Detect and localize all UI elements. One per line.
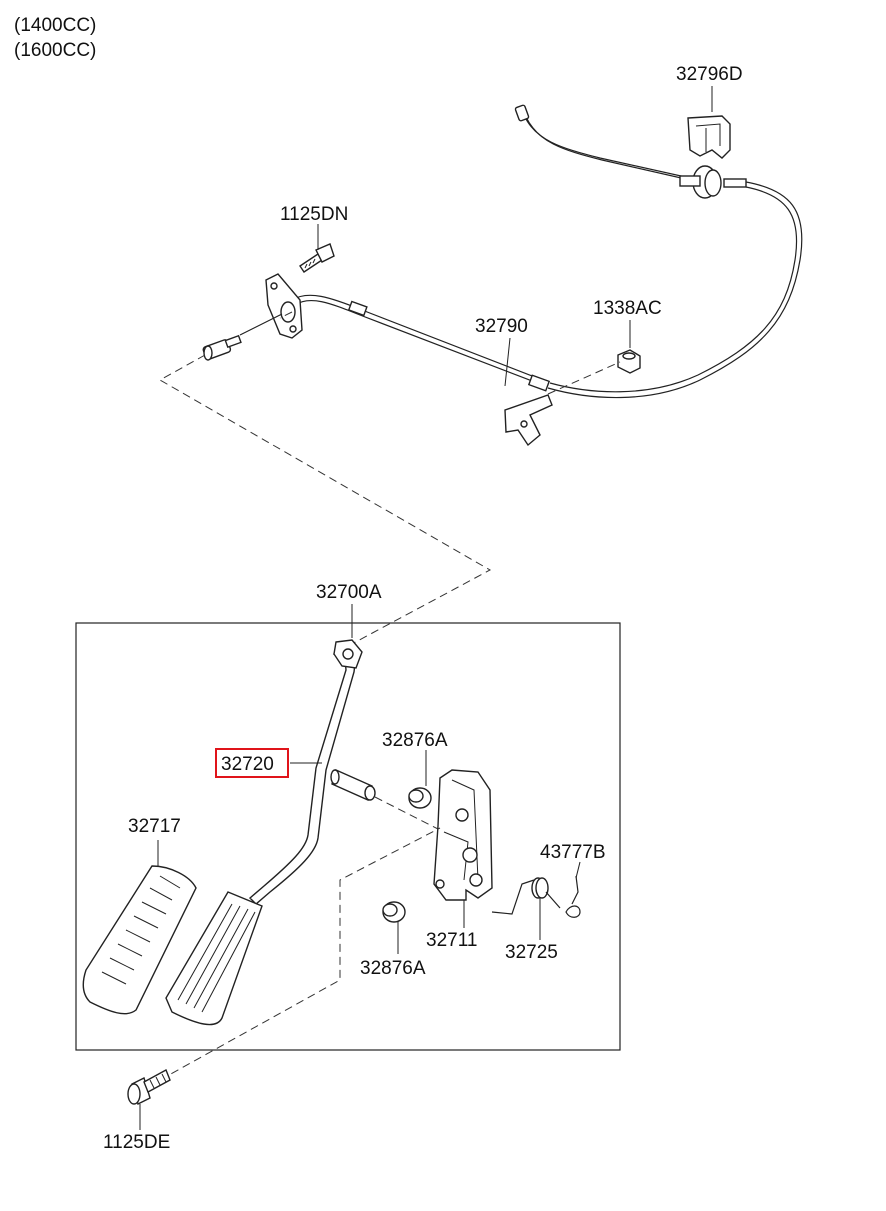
label-32720[interactable]: 32720 <box>221 754 274 775</box>
return-spring-32725[interactable] <box>491 877 561 915</box>
label-1125dn[interactable]: 1125DN <box>280 204 348 225</box>
cable-bracket <box>504 394 553 447</box>
clip-43777b[interactable] <box>565 875 581 918</box>
bolt-1125de[interactable] <box>127 1069 171 1105</box>
bolt-1125dn[interactable] <box>299 243 335 273</box>
stopper-32876a-top[interactable] <box>408 787 432 809</box>
assembly-link-line-3 <box>279 311 293 319</box>
cable-adjuster-grommet <box>679 165 747 199</box>
stopper-32876a-bottom[interactable] <box>382 901 406 923</box>
label-32717[interactable]: 32717 <box>128 816 181 837</box>
engine-variant-1400cc: (1400CC) <box>14 15 96 36</box>
pedal-bracket-32711[interactable] <box>433 769 493 901</box>
pedal-pad-cover-32717[interactable] <box>82 865 197 1015</box>
label-1125de[interactable]: 1125DE <box>103 1132 170 1153</box>
cable-mounting-flange <box>265 273 303 339</box>
highlight-box-32720 <box>215 748 289 778</box>
assembly-link-line-1 <box>158 354 492 646</box>
accelerator-cable-32790[interactable] <box>291 294 551 392</box>
cable-clip-32796d[interactable] <box>687 115 731 159</box>
pedal-pad <box>165 891 263 1026</box>
label-43777b[interactable]: 43777B <box>540 842 606 863</box>
label-32790[interactable]: 32790 <box>475 316 528 337</box>
label-32711[interactable]: 32711 <box>426 930 477 951</box>
pedal-arm-32720[interactable] <box>248 639 363 905</box>
label-32725[interactable]: 32725 <box>505 942 558 963</box>
accelerator-cable-assembly <box>202 104 803 447</box>
engine-variant-1600cc: (1600CC) <box>14 40 96 61</box>
cable-end-fitting <box>202 334 242 361</box>
pedal-assembly-frame <box>75 622 621 1051</box>
label-32876a-bottom[interactable]: 32876A <box>360 958 426 979</box>
label-32796d[interactable]: 32796D <box>676 64 743 85</box>
label-32700a[interactable]: 32700A <box>316 582 382 603</box>
label-32876a-top[interactable]: 32876A <box>382 730 448 751</box>
nut-1338ac[interactable] <box>617 349 641 374</box>
label-1338ac[interactable]: 1338AC <box>593 298 662 319</box>
assembly-link-line-2 <box>547 361 621 395</box>
pedal-pivot-pin <box>330 769 376 801</box>
